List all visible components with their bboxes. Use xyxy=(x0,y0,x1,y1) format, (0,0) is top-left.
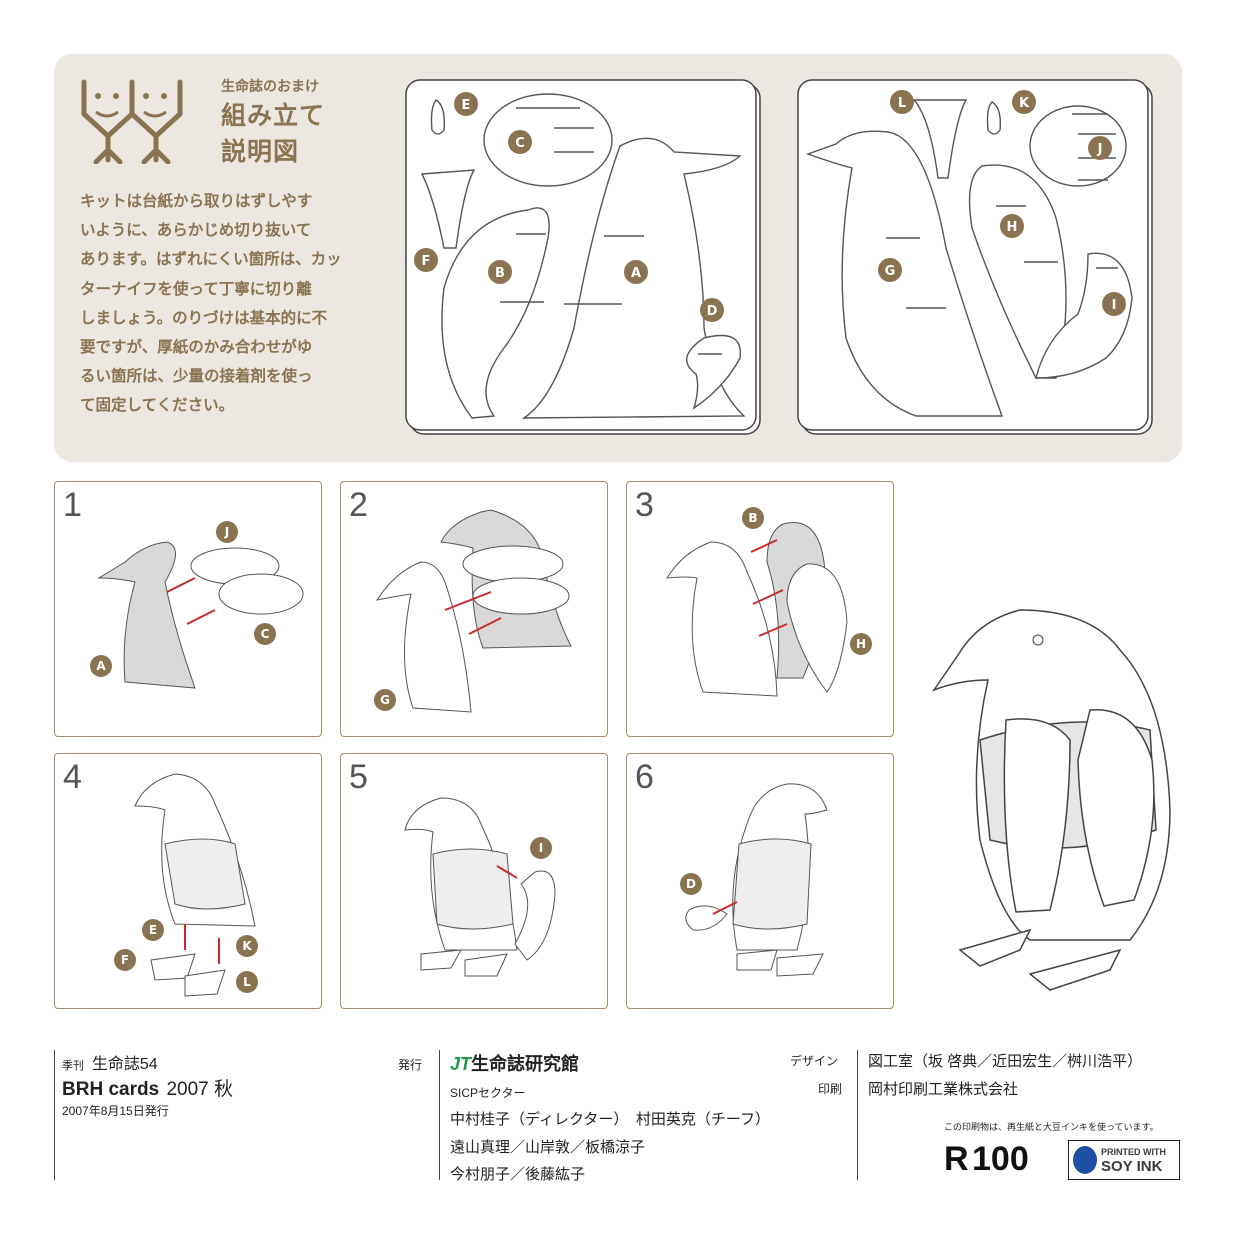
svg-text:I: I xyxy=(1112,298,1117,313)
print-credit: 岡村印刷工業株式会社 xyxy=(868,1081,1019,1098)
svg-text:C: C xyxy=(261,627,270,641)
part-e xyxy=(430,99,446,135)
sheet1-labels: E C F B A D xyxy=(414,92,724,322)
svg-text:J: J xyxy=(224,525,229,539)
step-number: 5 xyxy=(349,758,368,796)
part-i xyxy=(1035,252,1133,379)
print-label: 印刷 xyxy=(818,1082,843,1096)
title-line2: 説明図 xyxy=(221,137,300,166)
svg-text:G: G xyxy=(380,693,390,707)
publisher-label: 発行 xyxy=(398,1058,423,1072)
step-number: 6 xyxy=(635,758,654,796)
staff-line-2: 遠山真理／山岸敦／板橋涼子 xyxy=(450,1139,646,1156)
svg-text:C: C xyxy=(515,136,525,151)
svg-text:E: E xyxy=(462,98,471,113)
svg-text:J: J xyxy=(1097,142,1103,157)
sector: SICPセクター xyxy=(450,1086,526,1100)
parts-sheet-1 xyxy=(405,79,761,435)
svg-text:D: D xyxy=(686,877,696,891)
step-number: 2 xyxy=(349,486,368,524)
step-card-5: 5 I xyxy=(340,753,608,1009)
svg-text:G: G xyxy=(885,264,896,279)
step-card-1: 1 J C A xyxy=(54,481,322,737)
design-credit: 図工室（坂 啓典／近田宏生／桝川浩平） xyxy=(868,1053,1143,1070)
part-h xyxy=(968,164,1067,379)
svg-text:F: F xyxy=(121,953,129,967)
svg-text:K: K xyxy=(242,939,252,953)
svg-text:H: H xyxy=(1007,220,1018,235)
part-f xyxy=(420,169,476,249)
parts-sheet-2 xyxy=(797,79,1153,435)
svg-text:L: L xyxy=(243,975,251,989)
part-b xyxy=(441,207,550,419)
step-card-2: 2 G xyxy=(340,481,608,737)
design-label: デザイン xyxy=(790,1054,839,1068)
r100-logo-icon: R 100 xyxy=(944,1140,1029,1178)
svg-text:E: E xyxy=(149,923,157,937)
svg-text:F: F xyxy=(422,254,431,269)
soy-ink-logo-icon: PRINTED WITH SOY INK xyxy=(1068,1140,1180,1180)
svg-text:A: A xyxy=(96,659,106,673)
step-card-3: 3 B H xyxy=(626,481,894,737)
finished-penguin-illustration xyxy=(932,609,1171,991)
sheet2-labels: L K J H G I xyxy=(878,90,1126,316)
svg-text:B: B xyxy=(748,511,757,525)
step-number: 3 xyxy=(635,486,654,524)
part-j xyxy=(1029,105,1127,187)
cards-title: BRH cards 2007 秋 xyxy=(62,1079,233,1100)
publish-date: 2007年8月15日発行 xyxy=(62,1104,169,1118)
svg-text:K: K xyxy=(1019,96,1030,111)
step-number: 1 xyxy=(63,486,82,524)
tagline: 生命誌のおまけ xyxy=(221,79,319,95)
staff-line-3: 今村朋子／後藤紘子 xyxy=(450,1166,586,1183)
part-l xyxy=(912,99,968,179)
title-line1: 組み立て xyxy=(221,101,326,130)
eco-note: この印刷物は、再生紙と大豆インキを使っています。 xyxy=(944,1122,1159,1132)
part-k xyxy=(986,101,1002,135)
intro-text: キットは台紙から取りはずしやすいように、あらかじめ切り抜いて あります。はずれに… xyxy=(80,192,342,415)
staff-line-1: 中村桂子（ディレクター） 村田英克（チーフ） xyxy=(450,1111,770,1128)
svg-text:I: I xyxy=(539,841,543,855)
step-number: 4 xyxy=(63,758,82,796)
brh-logo-icon xyxy=(81,79,183,164)
svg-text:A: A xyxy=(631,266,641,281)
step-card-4: 4 E F K L xyxy=(54,753,322,1009)
svg-text:L: L xyxy=(898,96,906,111)
svg-text:D: D xyxy=(707,304,718,319)
part-g xyxy=(805,130,1003,417)
publisher: JT生命誌研究館 xyxy=(450,1054,580,1074)
step-card-6: 6 D xyxy=(626,753,894,1009)
svg-text:B: B xyxy=(495,266,505,281)
svg-text:H: H xyxy=(856,637,866,651)
issue-info: 季刊 生命誌54 xyxy=(62,1056,158,1073)
part-c xyxy=(483,93,613,187)
